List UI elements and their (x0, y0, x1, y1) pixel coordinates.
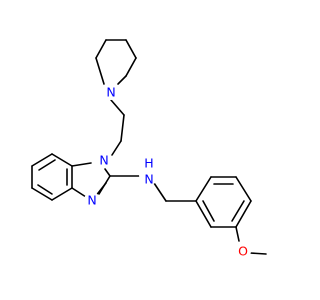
methoxy-group (235, 226, 267, 255)
atom-n-piperidine: N (103, 84, 119, 100)
svg-text:N: N (144, 172, 153, 187)
atom-h-on-n: H (144, 156, 153, 171)
svg-text:N: N (87, 193, 96, 208)
ethyl-linker (110, 99, 125, 156)
svg-text:N: N (99, 153, 108, 168)
piperidine-ring (95, 39, 137, 85)
svg-text:N: N (106, 85, 115, 100)
molecule-structure: N N N N H O (31, 39, 267, 259)
amine-linkage (109, 175, 167, 202)
atom-nh: N H (139, 156, 159, 187)
methoxyphenyl-ring (165, 176, 252, 228)
imidazole-ring (71, 162, 111, 198)
benzo-ring (31, 153, 73, 201)
atom-n-imidazole-bottom: N (84, 192, 100, 208)
svg-text:O: O (238, 244, 248, 259)
atom-n-imidazole-top: N (96, 152, 112, 168)
molecule-canvas: N N N N H O (31, 39, 267, 259)
atom-o-methoxy: O (235, 243, 251, 259)
